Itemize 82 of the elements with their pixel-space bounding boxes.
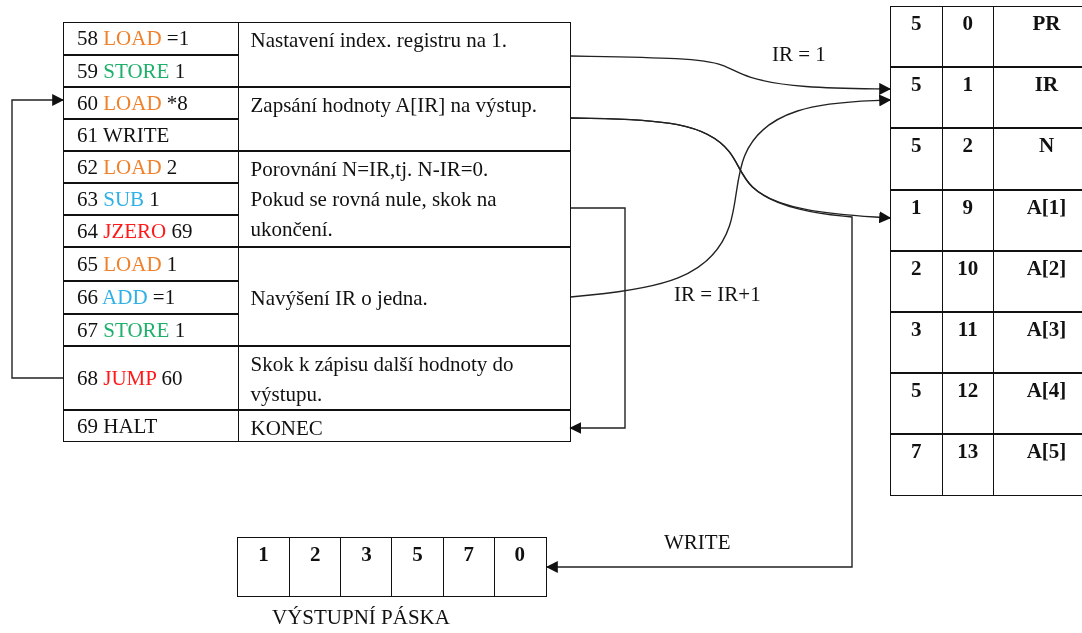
comment-text: Skok k zápisu další hodnoty do výstupu.: [250, 351, 515, 408]
memory-value: 11: [941, 313, 994, 373]
arrow: [569, 55, 892, 95]
tape-value: 3: [340, 538, 392, 596]
instruction-cell: [63, 22, 239, 55]
memory-row: [890, 128, 1082, 190]
comment-text: Navýšení IR o jedna.: [250, 284, 429, 312]
comment-cell: [237, 151, 571, 247]
instruction-text: 64 JZERO 69: [77, 218, 193, 244]
instruction-text: 67 STORE 1: [77, 317, 186, 343]
instruction-cell: [63, 119, 239, 151]
tape-value: 7: [442, 538, 494, 596]
instruction-cell: [63, 247, 239, 281]
arrow: [545, 117, 853, 573]
memory-row: [890, 250, 1082, 312]
instruction-text: 66 ADD =1: [77, 285, 176, 310]
memory-value: A[1]: [993, 190, 1082, 250]
comment-text: Porovnání N=IR,tj. N-IR=0.: [250, 156, 490, 183]
instruction-cell: [63, 151, 239, 183]
memory-value: 5: [910, 377, 923, 405]
memory-row: [890, 189, 1082, 251]
comment-cell: [237, 87, 571, 151]
comment-text: Zapsání hodnoty A[IR] na výstup.: [250, 92, 538, 119]
instruction-cell: [63, 87, 239, 119]
memory-value: 1: [910, 193, 923, 221]
instruction-text: 58 LOAD =1: [77, 26, 190, 51]
memory-value: 2: [941, 129, 994, 189]
instruction-cell: [63, 314, 239, 346]
instruction-text: 60 LOAD *8: [77, 90, 188, 116]
memory-value: A[3]: [993, 313, 1082, 373]
memory-value: 5: [910, 132, 923, 160]
memory-value: PR: [993, 7, 1082, 67]
tape-value: 2: [289, 538, 341, 596]
memory-value: 9: [941, 190, 994, 250]
instruction-cell: [63, 346, 239, 410]
tape-caption: VÝSTUPNÍ PÁSKA: [272, 605, 450, 630]
instruction-cell: [63, 410, 239, 442]
memory-value: IR: [993, 68, 1082, 128]
output-tape: [237, 537, 547, 597]
comment-cell: [237, 247, 571, 346]
memory-value: 7: [910, 438, 923, 466]
tape-value: 0: [493, 538, 545, 596]
arrow: [569, 207, 626, 434]
memory-row: [890, 6, 1082, 68]
instruction-text: 62 LOAD 2: [77, 154, 178, 180]
instruction-text: 59 STORE 1: [77, 58, 186, 84]
tape-value: 1: [257, 541, 270, 568]
memory-value: N: [993, 129, 1082, 189]
memory-value: 3: [910, 316, 923, 343]
memory-value: 2: [910, 254, 923, 282]
memory-value: 5: [910, 71, 923, 99]
memory-value: 12: [941, 374, 994, 434]
instruction-cell: [63, 183, 239, 215]
comment-cell: [237, 22, 571, 87]
memory-value: 13: [941, 435, 994, 495]
arrow: [11, 94, 65, 379]
comment-cell: [237, 410, 571, 442]
memory-value: 5: [910, 10, 923, 37]
memory-value: 0: [941, 7, 994, 67]
instruction-text: 65 LOAD 1: [77, 251, 178, 277]
memory-row: [890, 373, 1082, 435]
comment-text: Pokud se rovná nule, skok na ukončení.: [250, 186, 498, 243]
memory-value: 1: [941, 68, 994, 128]
memory-row: [890, 312, 1082, 374]
instruction-text: 63 SUB 1: [77, 186, 160, 212]
instruction-cell: [63, 55, 239, 87]
tape-value: 5: [391, 538, 443, 596]
memory-value: A[5]: [993, 435, 1082, 495]
instruction-text: 61 WRITE: [77, 122, 170, 148]
memory-value: A[4]: [993, 374, 1082, 434]
instruction-text: 68 JUMP 60: [77, 365, 183, 391]
arrow: [569, 94, 892, 298]
instruction-cell: [63, 215, 239, 247]
instruction-text: 69 HALT: [77, 413, 158, 439]
memory-value: 10: [941, 251, 994, 311]
memory-row: [890, 67, 1082, 129]
comment-text: KONEC: [250, 415, 324, 442]
memory-value: A[2]: [993, 251, 1082, 311]
comment-text: Nastavení index. registru na 1.: [250, 27, 509, 54]
memory-row: [890, 434, 1082, 496]
instruction-cell: [63, 281, 239, 314]
comment-cell: [237, 346, 571, 410]
